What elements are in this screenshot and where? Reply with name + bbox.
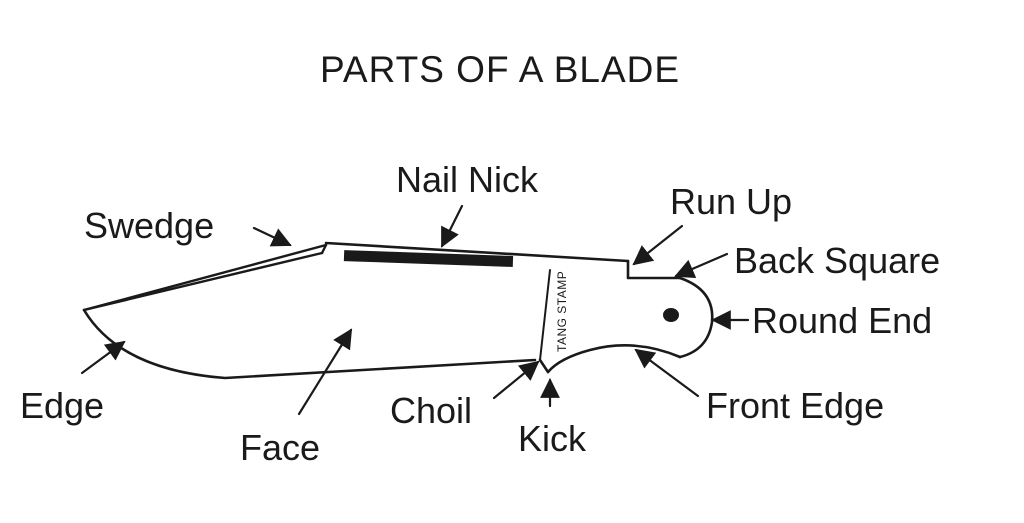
tang-stamp-text: TANG STAMP (555, 271, 569, 352)
blade-spine-line (324, 241, 630, 263)
kick-notch-line (538, 358, 550, 374)
leader-arrows (80, 204, 750, 416)
pivot-hole (663, 308, 679, 322)
tang-round-end-line (678, 276, 714, 359)
diagram-title: PARTS OF A BLADE (320, 49, 680, 90)
run-up-step-line (626, 259, 682, 280)
label-nail-nick: Nail Nick (396, 159, 539, 200)
arrow-nail-nick (440, 204, 464, 248)
blade-outline (82, 241, 714, 380)
label-back-square: Back Square (734, 240, 940, 281)
label-front-edge: Front Edge (706, 385, 884, 426)
arrow-edge (80, 340, 126, 375)
arrow-choil (492, 360, 540, 400)
swedge-end-line (320, 243, 328, 255)
arrow-front-edge (634, 348, 700, 398)
arrow-run-up (632, 224, 684, 266)
arrow-swedge (252, 226, 292, 247)
label-kick: Kick (518, 418, 587, 459)
arrow-face (297, 328, 353, 416)
label-edge: Edge (20, 385, 104, 426)
label-swedge: Swedge (84, 205, 214, 246)
label-face: Face (240, 427, 320, 468)
tang-division-line (539, 269, 551, 361)
label-run-up: Run Up (670, 181, 792, 222)
nail-nick-slot (343, 250, 514, 267)
label-choil: Choil (390, 390, 472, 431)
swedge-grind-line (82, 251, 324, 312)
label-round-end: Round End (752, 300, 932, 341)
blade-edge-line (82, 308, 537, 380)
arrow-back-square (674, 252, 729, 279)
